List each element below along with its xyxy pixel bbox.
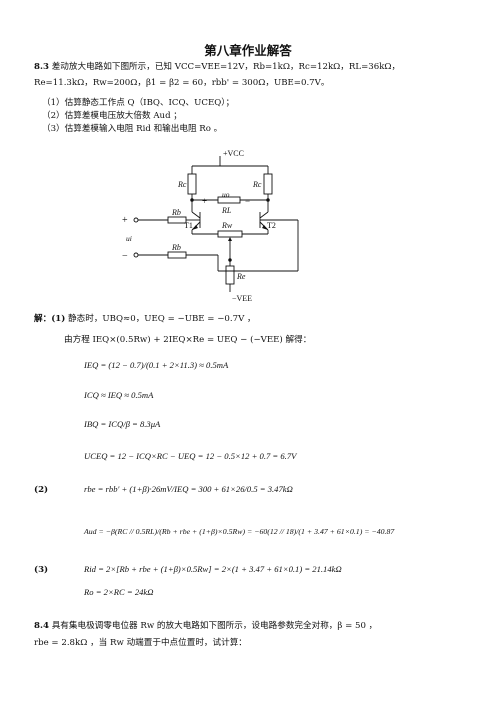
problem-8-3-line2: Re=11.3kΩ，Rw=200Ω，β1 = β2 = 60，rbb' = 30… <box>34 78 330 88</box>
problem-number: 8.4 <box>34 621 49 631</box>
equation-ibq: IBQ = ICQ/β = 8.3μA <box>84 419 161 429</box>
vcc-label: +VCC <box>223 149 244 158</box>
page-title: 第八章作业解答 <box>204 43 292 58</box>
resistor-re <box>225 265 235 285</box>
equation-ro: Ro = 2×RC = 24kΩ <box>84 587 154 597</box>
problem-8-3-line1: 8.3 差动放大电路如下图所示，已知 VCC=VEE=12V，Rb=1kΩ，Rc… <box>34 61 400 73</box>
rb-bottom-label: Rb <box>171 243 181 252</box>
t1-label: T1 <box>184 221 193 230</box>
uo-label: uo <box>222 190 230 199</box>
solution-line-1: 解：(1) 静态时，UBQ≈0，UEQ = −UBE = −0.7V ， <box>34 313 256 325</box>
question-1: （1）估算静态工作点 Q（IBQ、ICQ、UCEQ）； <box>42 98 235 108</box>
solution-intro: 静态时，UBQ≈0，UEQ = −UBE = −0.7V ， <box>68 314 256 324</box>
resistor-rc-left <box>187 173 197 195</box>
rl-label: RL <box>221 206 232 215</box>
part-2-label: (2) <box>34 485 49 495</box>
equation-uceq: UCEQ = 12 − ICQ×RC − UEQ = 12 − 0.5×12 +… <box>84 451 297 461</box>
re-label: Re <box>236 272 246 281</box>
potentiometer-rw <box>217 230 243 238</box>
uo-plus-sign: + <box>202 196 207 206</box>
ui-label: ui <box>126 234 132 243</box>
solution-label: 解：(1) <box>34 314 66 324</box>
uo-minus-sign: − <box>245 196 250 206</box>
equation-icq: ICQ ≈ IEQ ≈ 0.5mA <box>84 390 154 400</box>
input-minus-label: − <box>122 251 128 262</box>
input-plus-label: + <box>122 215 128 226</box>
vee-label: −VEE <box>232 294 252 303</box>
equation-ieq: IEQ = (12 − 0.7)/(0.1 + 2×11.3) ≈ 0.5mA <box>84 360 229 370</box>
question-3: （3）估算差模输入电阻 Rid 和输出电阻 Ro 。 <box>42 124 223 134</box>
problem-8-4-line2: rbe = 2.8kΩ ，当 Rw 动端置于中点位置时，试计算： <box>34 638 247 648</box>
rc-right-label: Rc <box>252 180 262 189</box>
resistor-rb-bottom <box>167 251 187 259</box>
problem-text-rest: CC=VEE=12V，Rb=1kΩ，Rc=12kΩ，RL=36kΩ， <box>180 62 401 72</box>
rc-left-label: Rc <box>177 180 187 189</box>
t2-label: T2 <box>267 221 276 230</box>
differential-amplifier-circuit: +VCC Rc Rc uo + − RL T1 T2 Rb Rw Rb <box>122 149 299 303</box>
problem-number: 8.3 <box>34 62 49 72</box>
equation-aud: Aud = −β(RC // 0.5RL)/(Rb + rbe + (1+β)×… <box>84 527 395 536</box>
equation-rid: Rid = 2×[Rb + rbe + (1+β)×0.5Rw] = 2×(1 … <box>84 564 342 574</box>
problem-8-4-line1: 8.4 具有集电极调零电位器 Rw 的放大电路如下图所示，设电路参数完全对称，β… <box>34 620 377 632</box>
question-2: （2）估算差模电压放大倍数 Aud ； <box>42 111 182 121</box>
problem-text: 具有集电极调零电位器 Rw 的放大电路如下图所示，设电路参数完全对称，β = 5… <box>51 621 378 631</box>
equation-lead: 由方程 IEQ×(0.5Rw) + 2IEQ×Re = UEQ − (−VEE)… <box>64 335 312 345</box>
part-3-label: (3) <box>34 565 49 575</box>
problem-text: 差动放大电路如下图所示，已知 V <box>51 62 181 72</box>
resistor-rc-right <box>263 173 273 195</box>
rw-label: Rw <box>221 221 233 230</box>
rb-top-label: Rb <box>171 208 181 217</box>
equation-rbe: rbe = rbb' + (1+β)·26mV/IEQ = 300 + 61×2… <box>84 484 293 494</box>
